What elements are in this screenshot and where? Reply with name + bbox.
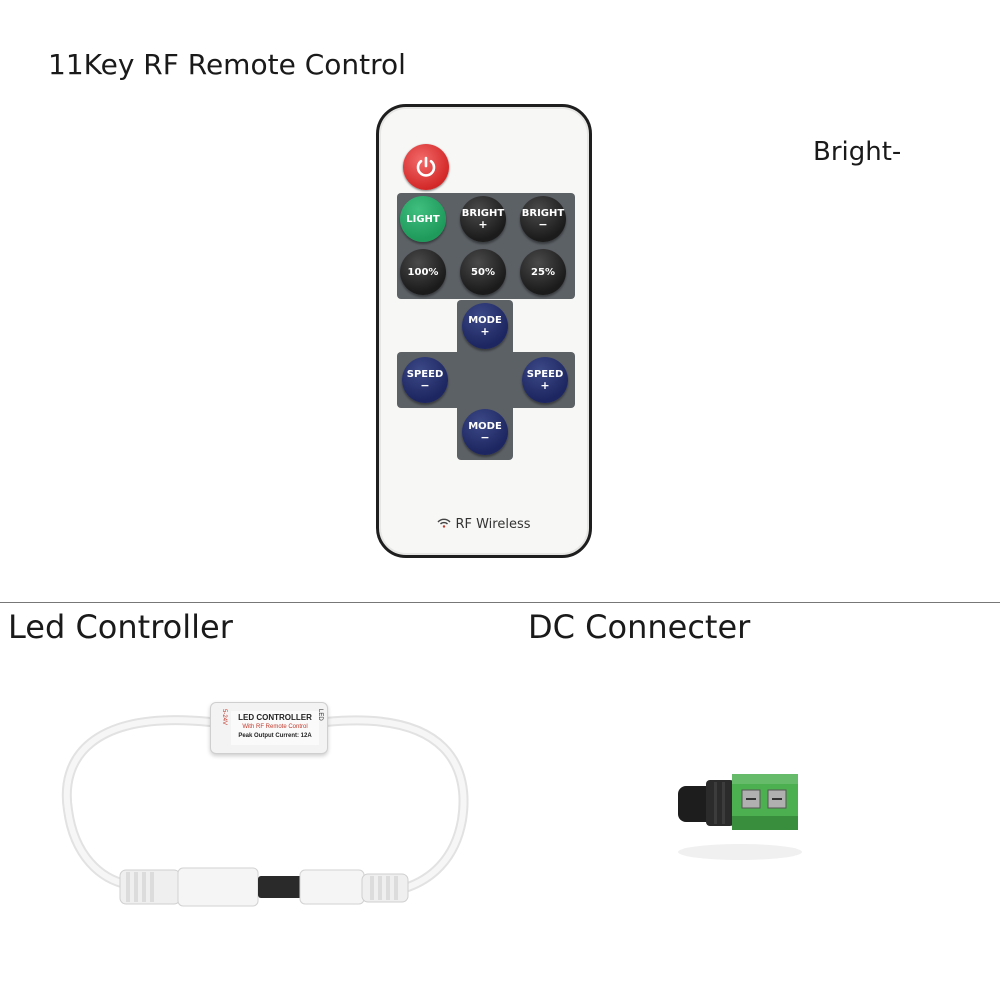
speed-minus-label: SPEED xyxy=(406,369,444,380)
remote-caption: 11Key RF Remote Control xyxy=(48,48,406,81)
dc-connecter-caption: DC Connecter xyxy=(528,608,751,646)
voltage-label: 5-24V xyxy=(221,709,227,726)
led-controller-spec: Peak Output Current: 12A xyxy=(238,733,312,739)
mode-plus-button[interactable]: MODE + xyxy=(462,303,508,349)
minus-sign: − xyxy=(420,379,430,392)
light-button[interactable]: LIGHT xyxy=(400,196,446,242)
led-output-label: LED xyxy=(317,709,323,721)
rf-remote-control: LIGHT BRIGHT + BRIGHT − 100% 50% 25% MOD… xyxy=(376,104,592,558)
minus-sign: − xyxy=(480,431,490,444)
brightness-25-button[interactable]: 25% xyxy=(520,249,566,295)
bright-plus-button[interactable]: BRIGHT + xyxy=(460,196,506,242)
bright-minus-button[interactable]: BRIGHT − xyxy=(520,196,566,242)
plus-sign: + xyxy=(480,325,490,338)
rf-wireless-text: RF Wireless xyxy=(455,517,531,532)
pct25-label: 25% xyxy=(531,266,555,278)
male-dc-plug xyxy=(258,869,409,905)
led-controller-sticker: LED CONTROLLER With RF Remote Control Pe… xyxy=(231,711,319,745)
section-divider xyxy=(0,602,1000,603)
speed-minus-button[interactable]: SPEED − xyxy=(402,357,448,403)
speed-plus-button[interactable]: SPEED + xyxy=(522,357,568,403)
dc-connecter-image xyxy=(678,774,802,860)
speed-plus-label: SPEED xyxy=(526,369,564,380)
brightness-50-button[interactable]: 50% xyxy=(460,249,506,295)
bright-minus-label: BRIGHT xyxy=(521,208,565,219)
pct100-label: 100% xyxy=(407,266,439,278)
green-screw-terminal xyxy=(732,774,798,830)
led-controller-caption: Led Controller xyxy=(8,608,233,646)
plus-sign: + xyxy=(540,379,550,392)
female-dc-jack xyxy=(119,867,259,907)
led-controller-subtitle: With RF Remote Control xyxy=(242,724,308,730)
mode-plus-label: MODE xyxy=(468,315,502,326)
rf-wireless-brand: RF Wireless xyxy=(379,517,589,532)
mode-minus-button[interactable]: MODE − xyxy=(462,409,508,455)
led-controller-module: 5-24V LED CONTROLLER With RF Remote Cont… xyxy=(210,702,328,754)
led-controller-cable xyxy=(61,715,469,907)
power-button[interactable] xyxy=(403,144,449,190)
dc-barrel-jack xyxy=(678,780,734,826)
wireless-icon xyxy=(437,517,451,531)
minus-sign: − xyxy=(538,218,548,231)
brightness-100-button[interactable]: 100% xyxy=(400,249,446,295)
power-icon xyxy=(416,156,436,177)
mode-minus-label: MODE xyxy=(468,421,502,432)
led-controller-title: LED CONTROLLER xyxy=(238,713,312,722)
bright-minus-caption: Bright- xyxy=(813,137,902,167)
bright-plus-label: BRIGHT xyxy=(461,208,505,219)
light-label: LIGHT xyxy=(406,213,440,225)
plus-sign: + xyxy=(478,218,488,231)
pct50-label: 50% xyxy=(471,266,495,278)
